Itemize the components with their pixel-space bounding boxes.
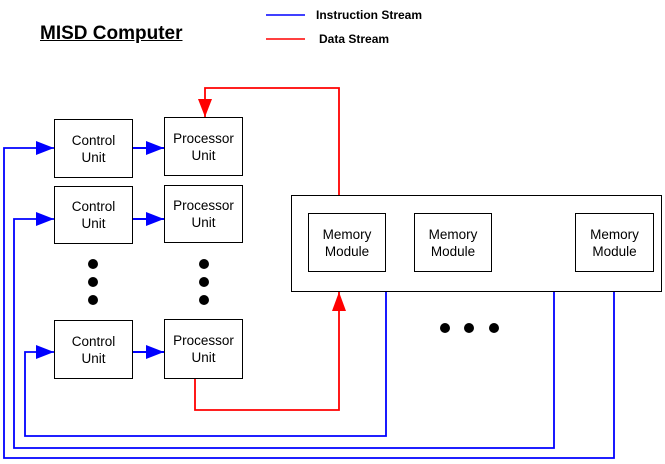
diagram-title: MISD Computer [40,23,183,44]
memory-module-label: Module [324,243,370,259]
processor-unit-label: Unit [191,350,216,365]
control-unit-label: Unit [81,350,106,366]
instruction-arrowhead-1 [36,141,54,155]
control-unit-label: Control [71,333,116,349]
memory-module-label: Memory [428,226,478,242]
control-unit-label: Unit [81,149,106,165]
control-unit-label: Unit [81,216,106,231]
instruction-path-3 [24,291,387,437]
instruction-arrowhead-3 [36,345,54,359]
legend-instruction-label: Instruction Stream [316,8,423,22]
control-unit-label: Control [71,132,116,148]
memory-module-label: Memory [322,226,372,242]
processor-unit-label: Unit [191,215,216,230]
processor-unit-ellipsis [199,259,209,305]
instruction-arrowhead-2 [36,212,54,226]
cu-to-pu-arrowhead-3 [146,345,164,359]
control-unit-label: Control [71,199,116,214]
memory-module-label: Memory [590,226,639,242]
legend-data-label: Data Stream [319,32,390,46]
data-arrowhead-to-memory [332,292,346,311]
data-arrowhead-to-processor [198,99,212,117]
processor-unit-label: Processor [173,198,234,213]
cu-to-pu-arrowhead-2 [146,212,164,226]
processor-unit-label: Unit [191,147,216,163]
cu-to-pu-arrowhead-1 [146,141,164,155]
processor-unit-label: Processor [173,333,234,348]
data-path-from-processor [194,292,340,411]
instruction-path-1 [3,147,615,459]
processor-unit-label: Processor [173,130,234,146]
lower-ellipsis [440,323,499,333]
memory-module-label: Module [592,243,637,259]
control-unit-ellipsis [88,259,98,305]
memory-module-label: Module [430,243,476,259]
instruction-path-2 [13,218,555,449]
